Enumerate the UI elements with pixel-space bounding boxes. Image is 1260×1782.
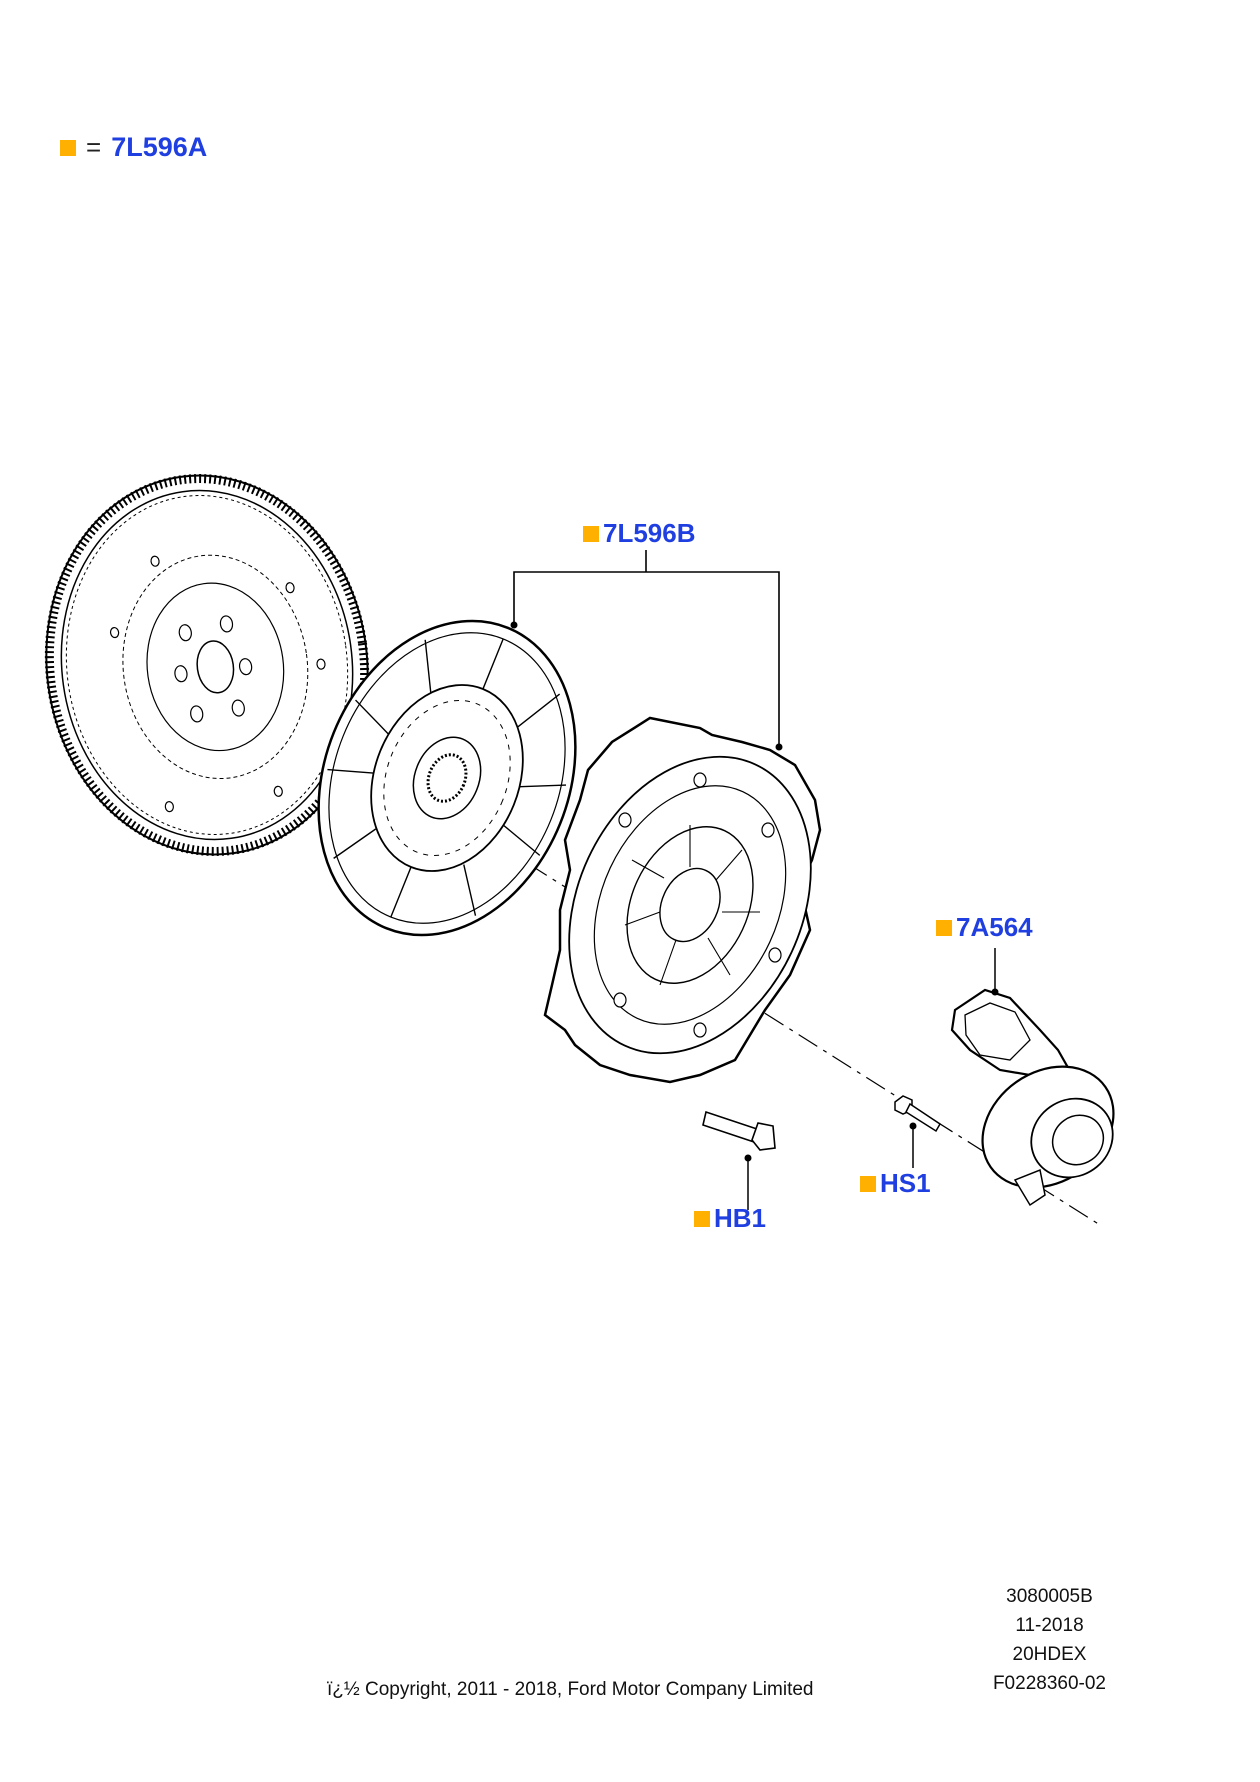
callout-label: 7L596B: [603, 518, 696, 548]
drawing-date: 11-2018: [1015, 1615, 1084, 1636]
legend-equals: =: [86, 132, 102, 162]
callout-hb1[interactable]: HB1: [694, 1203, 766, 1234]
callout-label: HB1: [714, 1203, 767, 1233]
slave-cylinder[interactable]: [950, 988, 1137, 1213]
legend: = 7L596A: [60, 132, 207, 163]
drawing-number: 3080005B: [1006, 1586, 1093, 1607]
bolt-hb1[interactable]: [702, 1110, 776, 1162]
flywheel[interactable]: [22, 455, 392, 876]
marker-square-icon: [60, 139, 76, 156]
marker-square-icon: [860, 1175, 876, 1192]
bolt-hs1[interactable]: [894, 1095, 941, 1133]
marker-square-icon: [694, 1210, 710, 1227]
engine-code: 20HDEX: [1012, 1644, 1087, 1665]
callout-label: HS1: [880, 1168, 931, 1198]
marker-square-icon: [936, 919, 952, 936]
callout-hs1[interactable]: HS1: [860, 1168, 931, 1199]
marker-square-icon: [583, 525, 599, 542]
pressure-plate[interactable]: [523, 716, 857, 1093]
copyright-notice: ï¿½ Copyright, 2011 - 2018, Ford Motor C…: [327, 1679, 814, 1700]
figure-id: F0228360-02: [992, 1673, 1106, 1694]
drawing-meta: 3080005B 11-2018 20HDEX F0228360-02: [993, 1582, 1106, 1698]
callout-label: 7A564: [956, 912, 1033, 942]
clutch-disc[interactable]: [273, 582, 621, 974]
callout-7a564[interactable]: 7A564: [936, 912, 1033, 943]
legend-code[interactable]: 7L596A: [111, 132, 208, 162]
callout-7l596b[interactable]: 7L596B: [583, 518, 696, 549]
